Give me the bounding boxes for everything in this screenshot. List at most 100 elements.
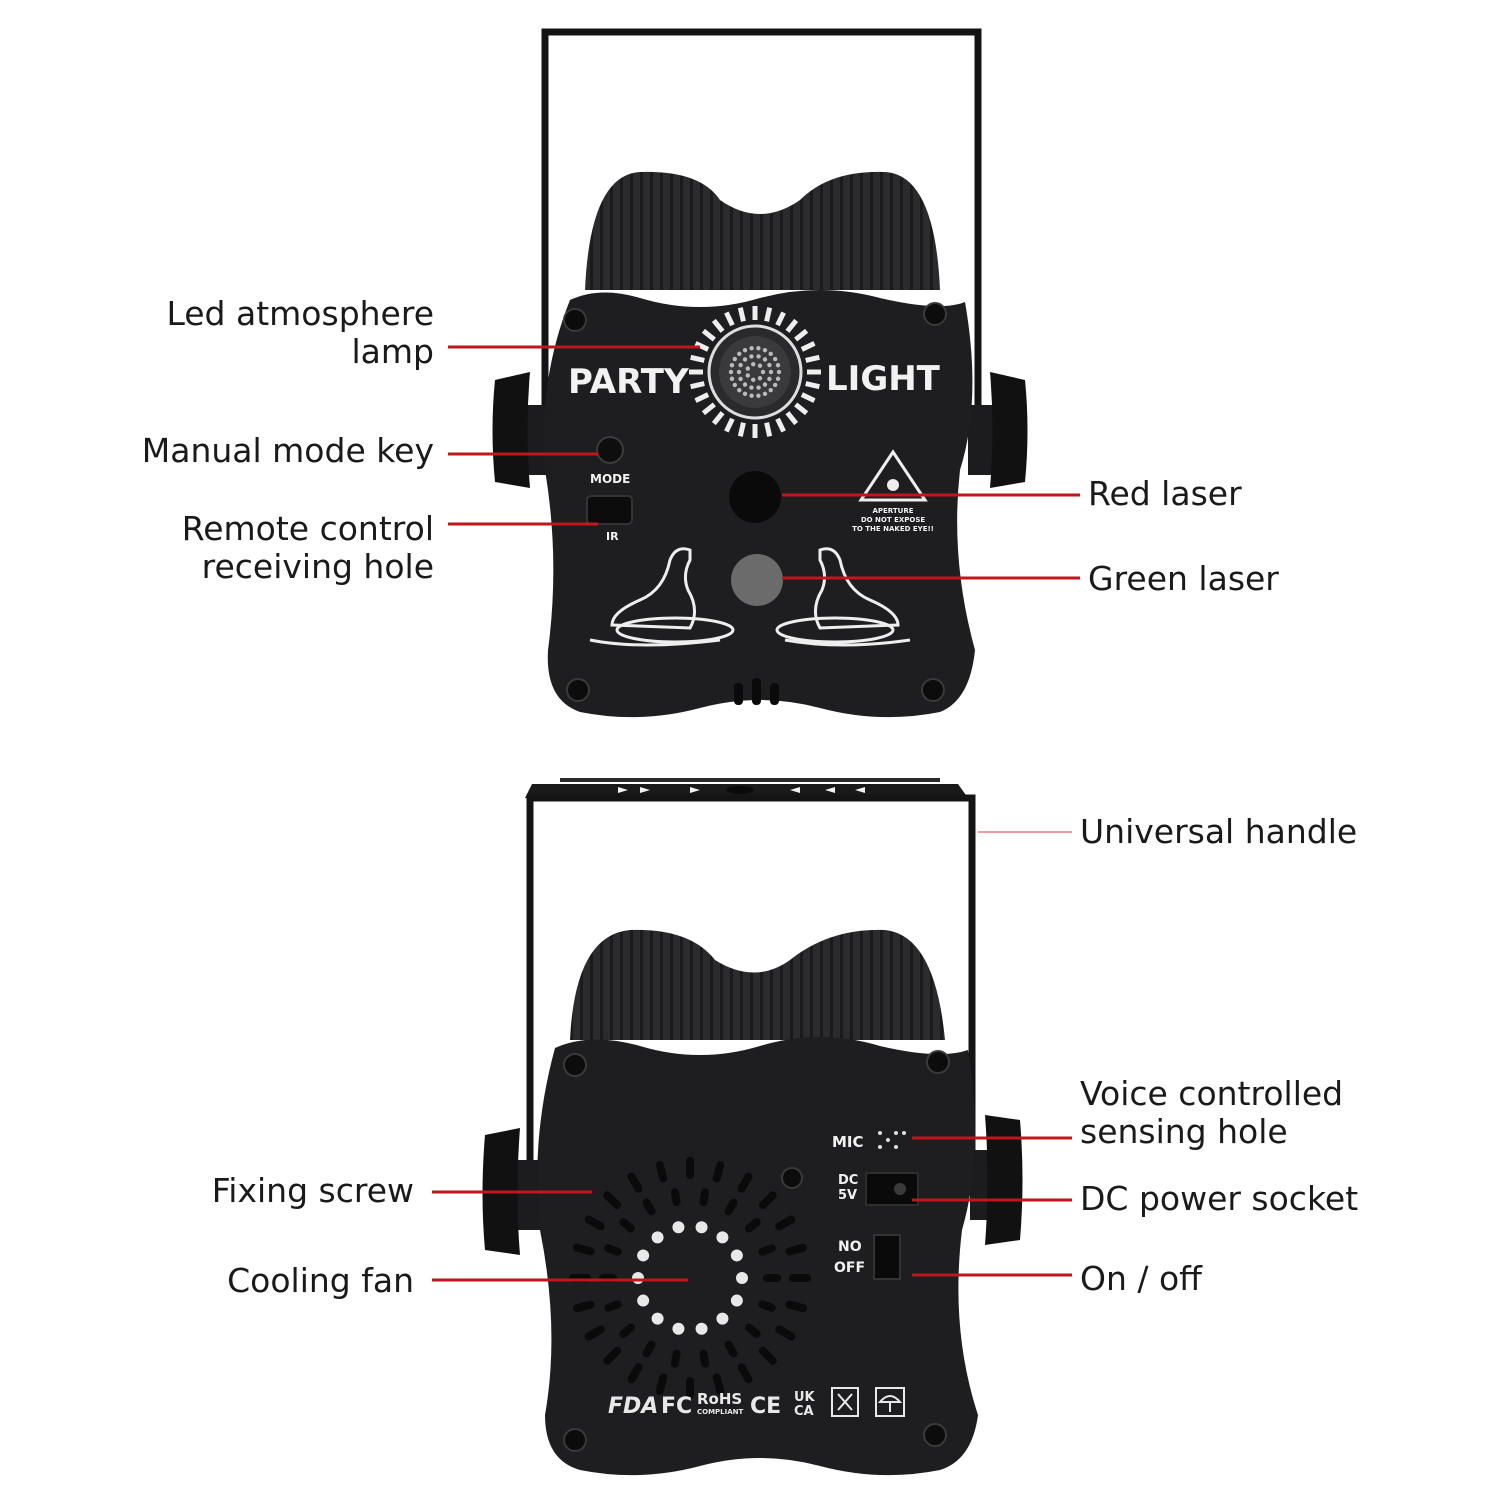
callout-green-laser: Green laser [1088,560,1279,598]
fan-vent-slot [712,1373,725,1396]
callout-red-laser-line-1: Red laser [1088,474,1242,513]
lamp-lens-dot [736,369,742,375]
sunburst-ray [800,392,816,403]
mic-label: MIC [832,1133,864,1151]
fan-light-dot [730,1249,743,1262]
ir-receiver-window [586,495,633,525]
sunburst-ray [724,311,735,327]
callout-voice-hole-line-1: Voice controlled [1080,1074,1344,1113]
sunburst-ray [794,402,809,416]
sunburst-ray [701,328,716,342]
fixing-screw [781,1167,803,1189]
lamp-lens-dot [732,356,738,362]
sunburst-ray [785,318,799,333]
sunburst-ray [805,381,820,390]
fan-light-dot [632,1272,644,1284]
fan-vent-slot [627,1363,643,1384]
callout-ir-hole-line-1: Remote control [181,509,434,548]
fan-vent-slot [686,1157,694,1179]
fan-vent-slot [775,1325,796,1341]
lamp-lens-dot [742,357,748,362]
fan-light-dot [637,1249,650,1262]
fan-vent-slot [642,1198,656,1216]
fan-vent-slot [603,1346,622,1365]
callout-on-off: On / off [1080,1260,1202,1298]
lamp-lens-dot [756,393,761,398]
mode-button[interactable] [596,436,624,464]
dc-label: DC [838,1173,858,1188]
lamp-lens-dot [757,363,763,368]
lamp-lens-dot [749,385,754,390]
cert-rohs: RoHS [697,1390,742,1408]
callout-cooling-fan: Cooling fan [227,1262,414,1300]
fan-vent-slot [655,1373,668,1396]
lamp-lens-dot [728,369,734,375]
front-housing [585,171,940,290]
lamp-lens-dot [732,382,738,388]
callout-led-lamp: Led atmosphere lamp [166,295,434,371]
fan-vent-slot [584,1215,605,1231]
lamp-lens-dot [737,387,742,393]
sunburst-ray [805,354,820,363]
fan-light-dot [672,1322,685,1335]
certification-marks: FDA FC RoHS COMPLIANT CE UK CA [608,1387,905,1419]
universal-handle [526,794,976,1180]
callout-led-lamp-line-1: Led atmosphere [166,294,434,333]
lamp-lens-dot [738,362,743,368]
fan-vent-slot [670,1188,681,1207]
warning-line-1: APERTURE [872,507,913,515]
fan-vent-slot [604,1300,622,1312]
lamp-lens-dot [768,369,774,375]
sunburst-ray [737,307,746,322]
fan-light-dot [695,1322,708,1335]
keep-dry-icon [875,1387,905,1417]
fan-vent-slot [712,1160,725,1183]
lamp-lens-dot [751,377,756,382]
callout-green-laser-line-1: Green laser [1088,559,1279,598]
sunburst-ray [775,311,786,327]
power-switch[interactable] [873,1234,901,1280]
sunburst-ray [764,422,773,437]
sunburst-ray [785,411,799,426]
fan-light-dot [637,1294,650,1307]
lamp-lens-dot [775,363,781,368]
front-device: PARTY LIGHT MODE IR APERTURE DO NOT EXPO… [492,28,1028,718]
sunburst-ray [764,307,773,322]
fan-light-dot [651,1231,664,1244]
warning-line-2: DO NOT EXPOSE [861,516,926,524]
cert-ce: CE [750,1394,781,1419]
fan-vent-slot [785,1243,808,1256]
dc-power-socket[interactable] [865,1172,919,1206]
fan-vent-slot [655,1160,668,1183]
laser-warning-label: APERTURE DO NOT EXPOSE TO THE NAKED EYE!… [852,449,934,533]
callout-mode-key: Manual mode key [142,432,434,470]
fan-vent-slot [699,1349,710,1368]
sunburst-ray [711,411,725,426]
lamp-lens-dot [772,382,778,388]
callout-handle: Universal handle [1080,813,1357,851]
lamp-lens-dot [737,351,742,357]
front-right-knob [968,372,1028,488]
back-right-knob [970,1115,1023,1245]
lamp-lens-dot [767,376,772,382]
lamp-lens-dot [742,382,748,387]
seal-illustration-right [775,547,911,647]
front-vent-slots [734,678,779,705]
lamp-lens-dot [776,369,782,375]
fan-vent-slot [763,1274,781,1282]
cert-fc: FC [661,1394,692,1419]
warning-line-3: TO THE NAKED EYE!! [852,525,934,533]
callout-handle-line-1: Universal handle [1080,812,1358,851]
switch-on-label: NO [838,1239,862,1255]
lamp-lens-dot [762,391,768,397]
cert-fda: FDA [608,1394,658,1419]
callout-voice-hole-line-2: sensing hole [1080,1112,1288,1151]
callout-voice-hole: Voice controlled sensing hole [1080,1075,1343,1151]
fan-vent-slot [686,1377,694,1399]
callout-cooling-fan-line-1: Cooling fan [227,1261,414,1300]
weee-bin-icon [831,1387,859,1417]
fan-vent-slot [619,1218,636,1233]
fan-vent-slot [604,1244,622,1256]
front-bracket [541,28,982,440]
